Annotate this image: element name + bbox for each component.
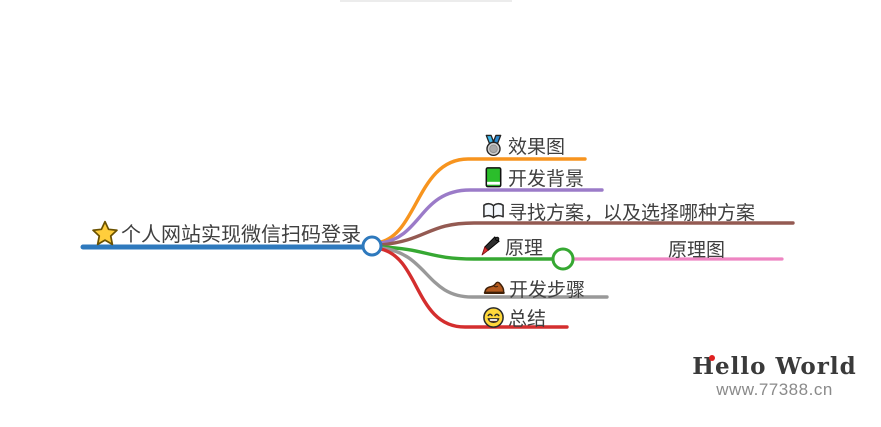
branch-topic-label: 寻找方案，以及选择哪种方案 [508,203,756,224]
branch-topic-background[interactable]: 开发背景 [482,164,584,191]
branch-topic-label: 效果图 [508,137,566,158]
branch-line-background [379,188,604,245]
principle-connector-handle[interactable] [551,247,575,271]
branch-topic-label: 开发背景 [508,169,585,190]
branch-topic-principle[interactable]: 原理 [479,233,543,260]
branch-line-effect [379,157,587,244]
smiley-icon [482,306,505,329]
watermark-title: Hello World [692,354,857,379]
root-topic-label: 个人网站实现微信扫码登录 [121,224,361,246]
branch-topic-summary[interactable]: 总结 [482,304,546,331]
watermark-title-text: Hello World [692,353,857,380]
branch-topic-label: 原理 [505,238,544,259]
root-topic[interactable]: 个人网站实现微信扫码登录 [92,218,361,247]
sub-topic-label: 原理图 [668,240,726,261]
branch-topic-solution[interactable]: 寻找方案，以及选择哪种方案 [482,198,755,225]
branch-topic-steps[interactable]: 开发步骤 [483,275,585,302]
branch-topic-label: 总结 [508,309,547,330]
branch-line-summary [379,247,569,329]
star-icon [92,220,118,246]
top-edge-artifact [340,0,512,2]
open-book-icon [482,200,505,223]
root-connector-handle[interactable] [361,235,383,257]
branch-line-steps [379,246,609,299]
branch-topic-label: 开发步骤 [509,280,586,301]
pen-icon [479,235,502,258]
branch-topic-effect[interactable]: 效果图 [482,132,565,159]
branch-line-solution [379,221,795,247]
medal-icon [482,134,505,157]
watermark-url: www.77388.cn [716,380,833,400]
branch-line-principle [379,245,554,261]
shoe-icon [483,277,506,300]
watermark: Hello World www.77388.cn [692,354,857,400]
sub-topic-principle-diagram[interactable]: 原理图 [668,235,725,262]
green-book-icon [482,166,505,189]
watermark-red-dot [709,355,715,361]
